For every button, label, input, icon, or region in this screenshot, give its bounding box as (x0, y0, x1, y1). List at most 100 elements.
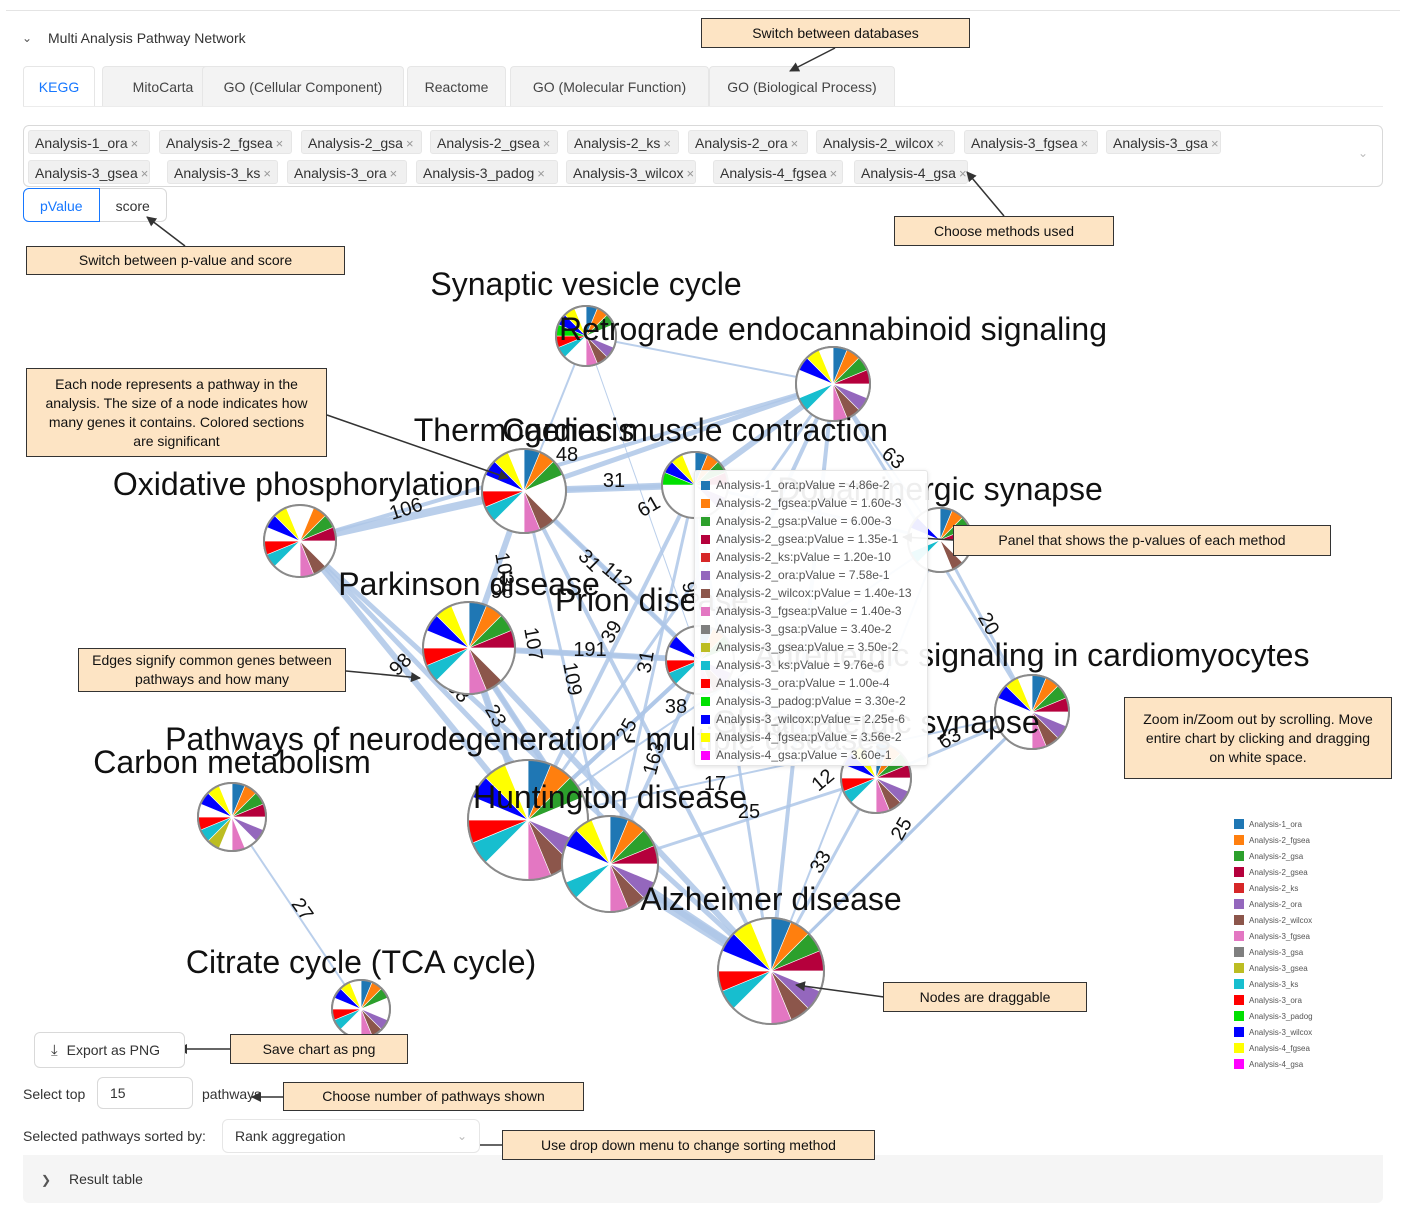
tooltip-key: pValue (798, 676, 836, 690)
pvalue-toggle-button[interactable]: pValue (23, 188, 100, 222)
method-tag-label: Analysis-2_gsea (437, 135, 540, 151)
network-edge (523, 381, 834, 494)
tooltip-swatch (701, 660, 710, 670)
sort-select[interactable]: Rank aggregation ⌄ (222, 1119, 480, 1153)
panel-header[interactable]: ⌄ Multi Analysis Pathway Network (22, 26, 246, 50)
network-edge (585, 335, 701, 661)
pathway-node-label: Oxidative phosphorylation (113, 466, 481, 502)
method-tag[interactable]: Analysis-3_fgsea× (964, 130, 1098, 154)
tooltip-pvalue: 1.60e-3 (860, 496, 902, 510)
pathway-node[interactable] (795, 346, 871, 422)
tooltip-method: Analysis-2_fgsea (716, 496, 808, 510)
legend-item[interactable]: Analysis-3_gsa (1234, 944, 1313, 960)
method-tag[interactable]: Analysis-4_gsa× (854, 160, 968, 184)
annotation-node-description: Each node represents a pathway in the an… (26, 368, 327, 457)
method-tag[interactable]: Analysis-3_wilcox× (566, 160, 696, 184)
score-toggle-button[interactable]: score (99, 188, 167, 222)
method-tag[interactable]: Analysis-2_gsea× (430, 130, 558, 154)
method-tag[interactable]: Analysis-3_gsa× (1106, 130, 1221, 154)
tab-go-biological-process[interactable]: GO (Biological Process) (709, 66, 895, 106)
close-icon[interactable]: × (405, 136, 414, 151)
method-tag-label: Analysis-4_fgsea (720, 165, 827, 181)
legend-swatch (1234, 979, 1244, 989)
method-tag[interactable]: Analysis-3_ora× (287, 160, 407, 184)
legend-item[interactable]: Analysis-3_gsea (1234, 960, 1313, 976)
pathway-node-border (795, 346, 871, 422)
pathway-node[interactable] (263, 504, 337, 578)
pathway-node-label: Alzheimer disease (640, 881, 901, 917)
legend-item[interactable]: Analysis-4_fgsea (1234, 1040, 1313, 1056)
tooltip-row: Analysis-3_ora: pValue = 1.00e-4 (701, 674, 921, 692)
legend-item[interactable]: Analysis-2_ora (1234, 896, 1313, 912)
close-icon[interactable]: × (1080, 136, 1089, 151)
close-icon[interactable]: × (542, 136, 551, 151)
legend-item[interactable]: Analysis-2_ks (1234, 880, 1313, 896)
legend-label: Analysis-4_gsa (1249, 1059, 1304, 1069)
method-tag[interactable]: Analysis-2_gsa× (301, 130, 422, 154)
legend-item[interactable]: Analysis-3_fgsea (1234, 928, 1313, 944)
close-icon[interactable]: × (958, 166, 967, 181)
method-tag[interactable]: Analysis-2_ks× (567, 130, 679, 154)
close-icon[interactable]: × (275, 136, 284, 151)
method-tag[interactable]: Analysis-2_ora× (688, 130, 808, 154)
close-icon[interactable]: × (263, 166, 271, 181)
legend-item[interactable]: Analysis-2_gsa (1234, 848, 1313, 864)
pathway-node[interactable] (422, 601, 516, 695)
close-icon[interactable]: × (829, 166, 838, 181)
close-icon[interactable]: × (389, 166, 398, 181)
tab-kegg[interactable]: KEGG (23, 66, 95, 106)
pathway-node[interactable] (481, 448, 567, 534)
result-table-collapse[interactable]: ❯ Result table (23, 1155, 1383, 1203)
legend-swatch (1234, 899, 1244, 909)
annotation-nodes-draggable: Nodes are draggable (883, 982, 1087, 1012)
close-icon[interactable]: × (790, 136, 799, 151)
pathway-node[interactable] (467, 759, 589, 881)
close-icon[interactable]: × (130, 136, 139, 151)
methods-select[interactable]: ⌄ Analysis-1_ora× Analysis-2_fgsea× Analys… (23, 125, 1383, 187)
legend-item[interactable]: Analysis-3_ora (1234, 992, 1313, 1008)
pathway-node[interactable] (561, 815, 659, 913)
export-png-button[interactable]: ⤓ Export as PNG (34, 1032, 185, 1068)
tooltip-swatch (701, 714, 710, 724)
tooltip-method: Analysis-2_gsea (716, 532, 805, 546)
method-tag[interactable]: Analysis-2_wilcox× (816, 130, 955, 154)
annotation-choose-number: Choose number of pathways shown (283, 1082, 584, 1111)
method-tag[interactable]: Analysis-3_padog× (416, 160, 558, 184)
method-tag[interactable]: Analysis-3_gsea× (28, 160, 150, 184)
close-icon[interactable]: × (936, 136, 945, 151)
legend-item[interactable]: Analysis-2_wilcox (1234, 912, 1313, 928)
tab-go-molecular-function[interactable]: GO (Molecular Function) (510, 66, 709, 106)
pathway-node[interactable] (717, 917, 825, 1025)
tooltip-key: pValue (814, 586, 851, 600)
pathway-node[interactable] (331, 979, 391, 1039)
tooltip-swatch (701, 696, 710, 706)
method-tag[interactable]: Analysis-2_fgsea× (159, 130, 292, 154)
pathway-node[interactable] (555, 305, 617, 367)
method-tag[interactable]: Analysis-3_ks× (167, 160, 278, 184)
legend-item[interactable]: Analysis-4_gsa (1234, 1056, 1313, 1072)
method-tag[interactable]: Analysis-1_ora× (28, 130, 150, 154)
pathway-node-border (717, 917, 825, 1025)
tab-go-cellular-component[interactable]: GO (Cellular Component) (202, 66, 404, 106)
chevron-down-icon[interactable]: ⌄ (1357, 146, 1368, 160)
tooltip-row: Analysis-2_gsea: pValue = 1.35e-1 (701, 530, 921, 548)
close-icon[interactable]: × (663, 136, 671, 151)
legend-swatch (1234, 867, 1244, 877)
method-tag[interactable]: Analysis-4_fgsea× (713, 160, 843, 184)
edge-weight-label: 109 (558, 661, 585, 698)
legend-item[interactable]: Analysis-1_ora (1234, 816, 1313, 832)
close-icon[interactable]: × (537, 166, 545, 181)
legend-item[interactable]: Analysis-3_wilcox (1234, 1024, 1313, 1040)
close-icon[interactable]: × (140, 166, 149, 181)
pathway-node[interactable] (197, 782, 267, 852)
pathway-node[interactable] (994, 674, 1070, 750)
legend-item[interactable]: Analysis-2_gsea (1234, 864, 1313, 880)
network-edge (522, 490, 612, 865)
tab-reactome[interactable]: Reactome (407, 66, 506, 106)
legend-item[interactable]: Analysis-3_ks (1234, 976, 1313, 992)
top-n-input[interactable]: 15 (97, 1077, 193, 1109)
close-icon[interactable]: × (686, 166, 695, 181)
legend-item[interactable]: Analysis-2_fgsea (1234, 832, 1313, 848)
close-icon[interactable]: × (1210, 136, 1219, 151)
legend-item[interactable]: Analysis-3_padog (1234, 1008, 1313, 1024)
